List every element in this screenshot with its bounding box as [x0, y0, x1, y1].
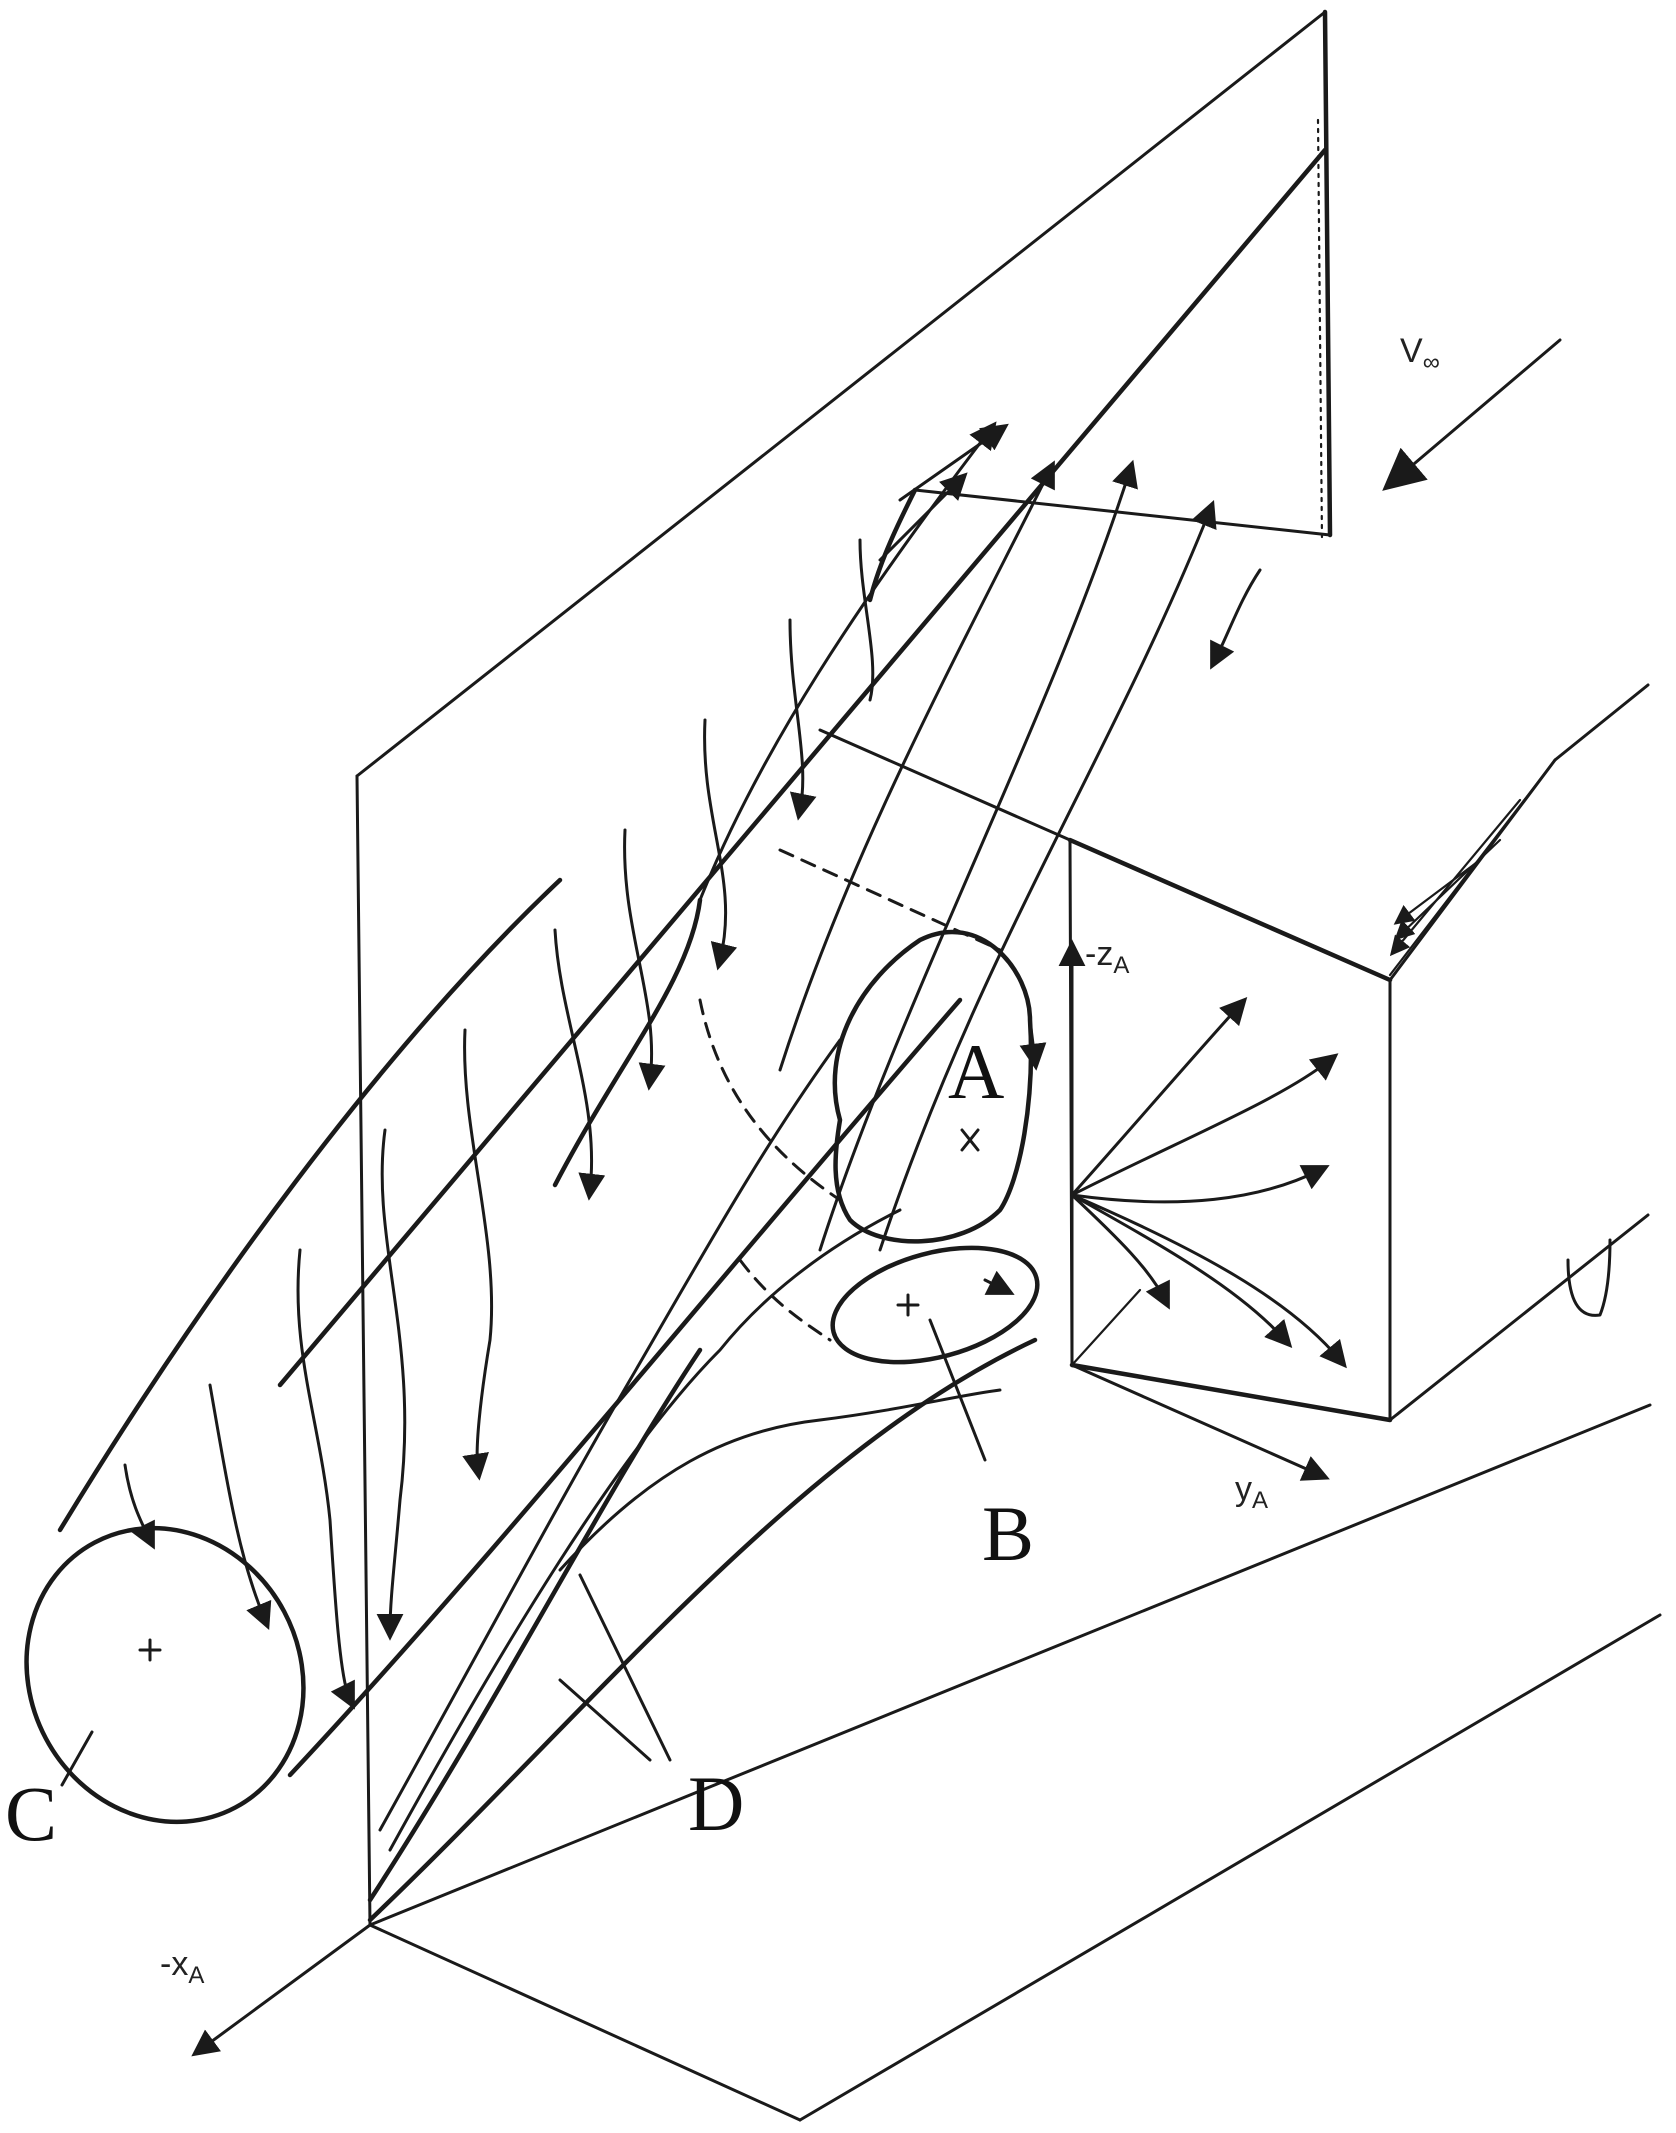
d-indicator-line-1 — [558, 1678, 652, 1762]
upstream-line-2 — [778, 460, 1055, 1072]
box-foot — [1566, 1238, 1612, 1317]
vortex-a-center-mark — [960, 1128, 980, 1152]
label-c: C — [5, 1770, 57, 1857]
box-body — [818, 488, 1650, 1423]
x-axis — [191, 1923, 372, 2057]
base-left-edge — [368, 1923, 802, 2122]
box-front-bottom — [1069, 1362, 1393, 1423]
box-top-front — [1067, 837, 1393, 983]
streamline-1 — [123, 1463, 155, 1550]
corner-arrow-2 — [1394, 838, 1502, 941]
attachment-streamlines — [1070, 997, 1347, 1369]
vortex-a-hidden-line — [698, 998, 842, 1202]
attach-line-5 — [1070, 1193, 1170, 1310]
d-indicator-line-2 — [578, 1573, 672, 1762]
freestream-arrow — [1382, 338, 1562, 491]
streamline-7 — [623, 828, 666, 1091]
vortex-c-cross-section — [24, 1525, 306, 1825]
y-axis-label: yA — [1235, 1470, 1268, 1514]
x-axis-label: -xA — [160, 1945, 204, 1989]
streamline-4 — [376, 1128, 407, 1641]
streamline-2 — [208, 1383, 272, 1630]
plate-right-edge — [1322, 9, 1333, 538]
streamline-6 — [553, 928, 606, 1201]
z-axis-label: -zA — [1085, 935, 1129, 979]
vortex-c-lower-line — [287, 997, 963, 1778]
box-base-joint — [1070, 1288, 1142, 1367]
vortex-b-rotation-arrow — [983, 1270, 1015, 1295]
vortex-b-cross-section — [830, 1245, 1040, 1365]
base-plate — [368, 1403, 1662, 2122]
box-top-left — [818, 728, 1072, 842]
vortex-a — [698, 848, 1047, 1244]
base-back-edge — [368, 1403, 1652, 1927]
corner-arrows — [1388, 758, 1557, 977]
streamline-5 — [462, 1028, 494, 1481]
vortex-tube-c — [24, 877, 963, 1825]
attach-line-3 — [1070, 1165, 1330, 1204]
corner-arrow-3 — [1393, 858, 1482, 925]
plate-top-edge — [355, 10, 1327, 778]
vortex-a-cross-section — [832, 929, 1034, 1244]
label-b: B — [982, 1490, 1034, 1577]
base-front-edge — [798, 1613, 1662, 2122]
streamline-10 — [858, 538, 875, 702]
vortex-c-center-mark — [138, 1638, 162, 1662]
streamline-11 — [388, 1208, 902, 1852]
vortex-b-hidden-line — [738, 1258, 832, 1342]
attach-line-1 — [1070, 997, 1248, 1197]
streamline-13 — [558, 1388, 1002, 1572]
vortex-b — [738, 1245, 1040, 1462]
upstream-line-7 — [878, 472, 968, 562]
label-a: A — [948, 1028, 1004, 1115]
freestream-label: V∞ — [1400, 332, 1440, 376]
upstream-line-4 — [878, 499, 1217, 1252]
upstream-streamlines — [698, 421, 1262, 1252]
attach-line-6 — [1070, 1193, 1347, 1369]
vortex-c-upper-line — [57, 877, 563, 1533]
corner-arrow-1 — [1389, 798, 1522, 957]
box-right-bottom — [1388, 1213, 1650, 1422]
attach-line-2 — [1070, 1053, 1339, 1197]
streamline-14 — [367, 1337, 1038, 1923]
label-d: D — [688, 1760, 744, 1847]
vortex-a-top-dash — [778, 848, 1002, 952]
vortex-b-center-mark — [896, 1293, 920, 1317]
streamline-9 — [788, 618, 817, 821]
coordinate-axes — [191, 939, 1330, 2057]
separation-indicator-d — [558, 1573, 672, 1762]
streamline-3 — [296, 1248, 355, 1710]
surface-streamlines — [123, 538, 1038, 1923]
plate-left-edge — [355, 774, 372, 1927]
box-top-far — [1553, 683, 1650, 762]
upstream-line-5 — [867, 487, 918, 603]
plate-shading — [1316, 118, 1324, 542]
vortex-a-rotation-arrow — [1019, 1018, 1047, 1071]
vortex-b-leader — [928, 1318, 987, 1462]
streamline-12 — [378, 1038, 842, 1832]
separation-line-lower — [367, 1347, 703, 1903]
vortex-c-leader — [60, 1730, 94, 1787]
streamline-8 — [703, 718, 738, 971]
attach-line-4 — [1070, 1193, 1293, 1349]
box-top-back — [913, 488, 1332, 537]
upstream-line-8 — [1210, 568, 1262, 670]
y-axis — [1070, 1363, 1330, 1481]
vertical-plate — [277, 9, 1333, 1927]
upstream-line-1 — [698, 421, 997, 902]
freestream-indicator — [1382, 338, 1562, 491]
upstream-line-6 — [898, 423, 1009, 502]
upstream-line-3 — [818, 459, 1138, 1252]
separation-line-upper — [552, 897, 703, 1188]
